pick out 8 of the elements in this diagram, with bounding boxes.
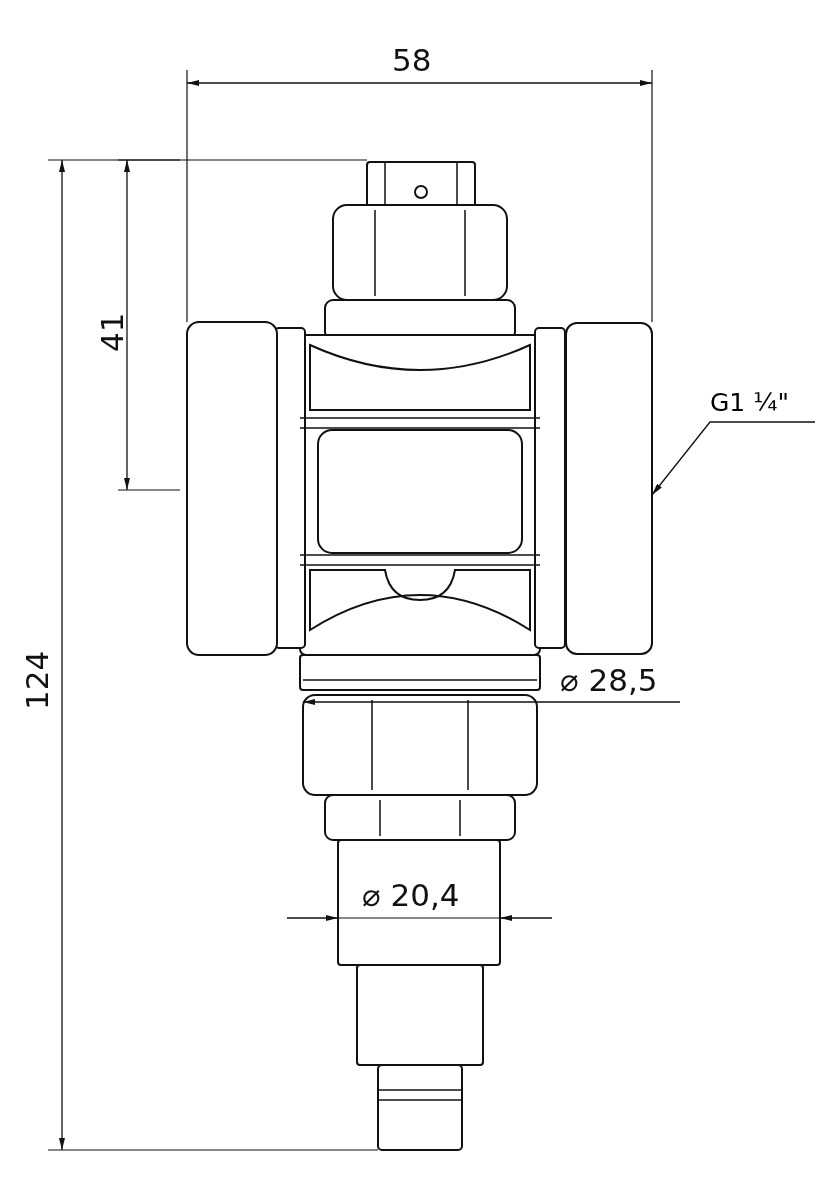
diameter-value: ⌀ 20,4 (362, 880, 460, 911)
thread-label: G1 ¼" (710, 388, 810, 418)
dimension-value: 58 (392, 45, 432, 76)
diameter-value: ⌀ 28,5 (560, 665, 658, 696)
dimension-value: 124 (22, 650, 53, 710)
dimension-value: 41 (97, 312, 128, 352)
thread-connection (565, 322, 653, 655)
leader-line (651, 421, 816, 496)
